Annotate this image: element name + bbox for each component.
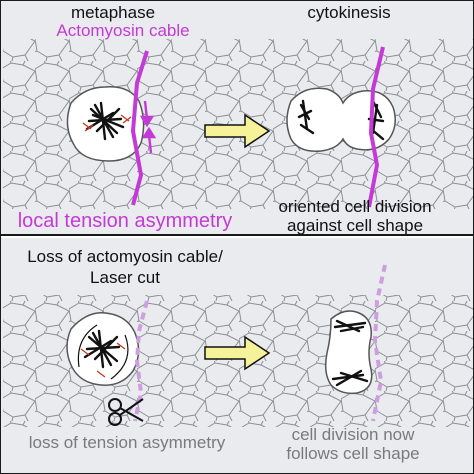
heading-cytokinesis: cytokinesis (307, 3, 391, 22)
bottom-chromosomes (83, 329, 121, 369)
yellow-arrow-icon-bottom (204, 335, 271, 371)
metaphase-spindle-marks (82, 114, 132, 132)
bottom-cytokinesis-chromosomes (331, 319, 369, 387)
bottom-right-dashed-cable (371, 264, 387, 422)
cytokinesis-cell (286, 87, 396, 152)
actomyosin-cable (130, 50, 149, 206)
panel-separator (1, 236, 473, 238)
scissors-icon (108, 398, 144, 426)
bottom-spindle-marks (80, 342, 126, 378)
cytokinesis-chromosomes (297, 99, 385, 141)
caption-loss-tension: loss of tension asymmetry (28, 433, 226, 452)
heading-metaphase: metaphase (70, 3, 156, 22)
caption-follows-shape-line1: cell division now (291, 425, 415, 444)
caption-oriented-line2: against cell shape (286, 216, 424, 235)
rotation-arrow-left (77, 324, 98, 368)
heading-loss-cable-line2: Laser cut (90, 268, 160, 287)
heading-loss-cable-line1: Loss of actomyosin cable/ (27, 247, 223, 266)
caption-local-tension: local tension asymmetry (17, 210, 233, 232)
panel-divider (1, 234, 473, 237)
cytokinesis-cable (367, 46, 385, 208)
magenta-arrows-icon (139, 100, 157, 154)
caption-oriented-line1: oriented cell division (278, 197, 432, 216)
yellow-arrow-icon (204, 113, 271, 149)
label-actomyosin-cable: Actomyosin cable (56, 21, 190, 40)
rotation-arrow-right (110, 334, 129, 380)
caption-follows-shape-line2: follows cell shape (286, 444, 420, 463)
